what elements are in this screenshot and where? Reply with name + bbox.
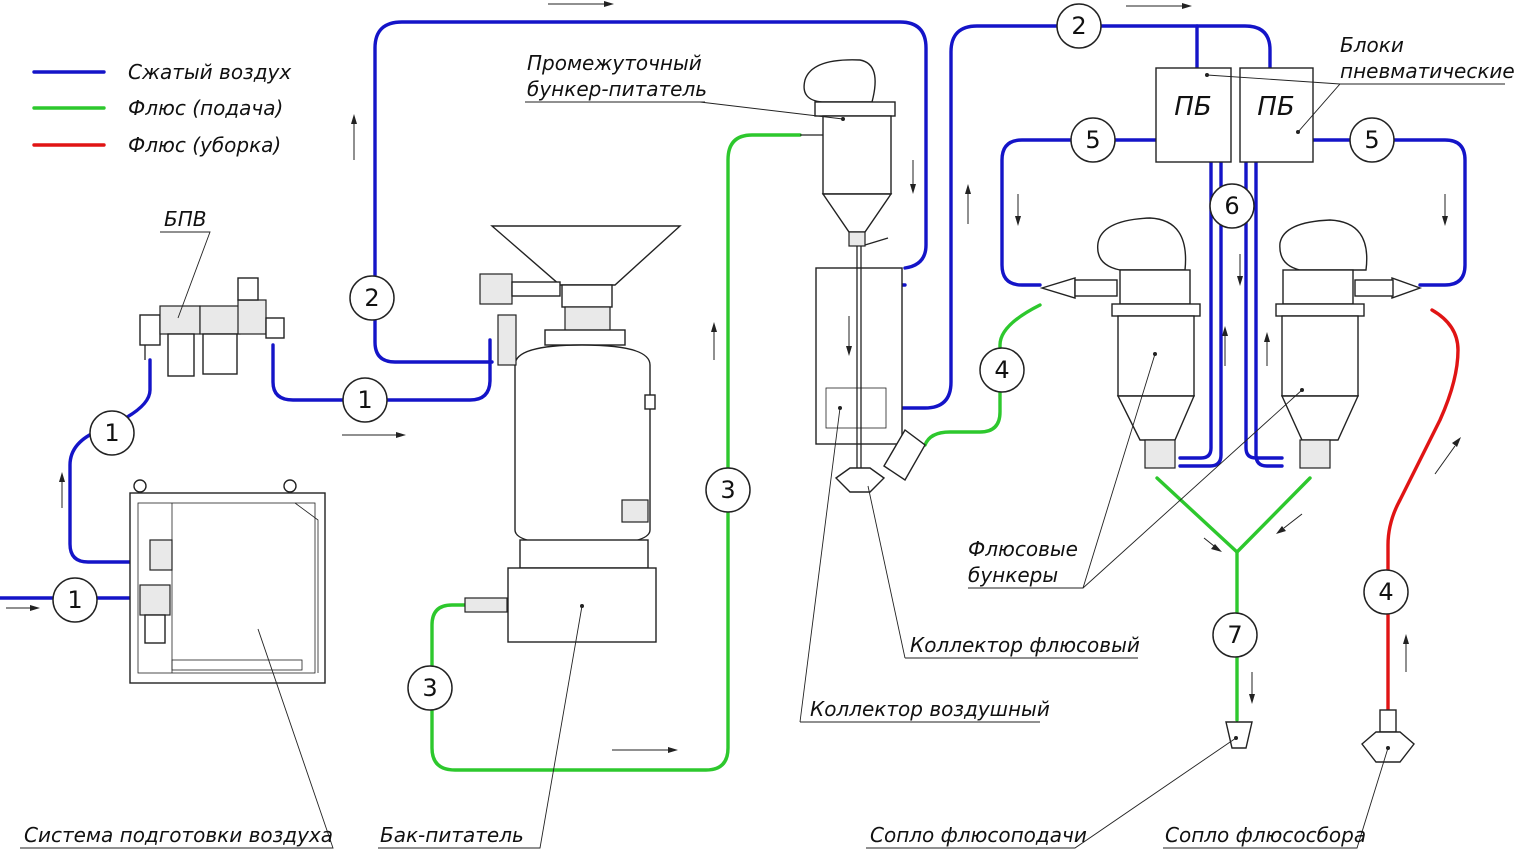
intermediate-hopper-label-line2: бункер-питатель (527, 77, 707, 101)
flow-arrows (6, 1, 1461, 753)
annotations: БПВ Промежуточный бункер-питатель Блоки … (24, 33, 1515, 847)
collect-nozzle-label: Сопло флюсосбора (1165, 823, 1366, 847)
air-collector-label: Коллектор воздушный (810, 697, 1050, 721)
collect-nozzle (1361, 709, 1415, 763)
feed-tank (464, 225, 682, 643)
feed-nozzle (1225, 721, 1253, 749)
feed-nozzle-label: Сопло флюсоподачи (870, 823, 1087, 847)
line-marker-1-inlet: 1 (52, 577, 98, 623)
flux-hopper-right (1275, 219, 1423, 469)
compressed-air-lines (0, 20, 1467, 602)
flux-collector-label: Коллектор флюсовый (910, 633, 1140, 657)
pneumatic-blocks-label-line1: Блоки (1340, 33, 1404, 57)
pb-block-right (1239, 67, 1314, 163)
pneumatic-blocks: ПБ ПБ (1155, 67, 1314, 163)
line-marker-2-top: 2 (1056, 3, 1102, 49)
svg-text:1: 1 (104, 419, 119, 447)
line-marker-2-left: 2 (349, 275, 395, 321)
air-prep-system-label: Система подготовки воздуха (24, 823, 333, 847)
feed-tank-label: Бак-питатель (380, 823, 524, 847)
line-marker-4-feed: 4 (979, 347, 1025, 393)
svg-text:3: 3 (422, 674, 437, 702)
legend: Сжатый воздух Флюс (подача) Флюс (уборка… (32, 60, 291, 157)
pb-left-label: ПБ (1174, 92, 1211, 122)
flux-hoppers-label-line1: Флюсовые (968, 537, 1078, 561)
pb-block-left (1155, 67, 1232, 163)
legend-label-flux-cleanup: Флюс (уборка) (128, 133, 281, 157)
svg-text:4: 4 (994, 356, 1009, 384)
flux-hoppers-label-line2: бункеры (968, 563, 1058, 587)
svg-text:6: 6 (1224, 192, 1239, 220)
line-marker-6: 6 (1209, 183, 1255, 229)
leader-lines (20, 74, 1505, 849)
line-marker-1-bpv: 1 (342, 377, 388, 423)
svg-text:2: 2 (364, 284, 379, 312)
collector-assembly (815, 246, 926, 493)
flux-cleanup-lines (1386, 308, 1460, 712)
line-marker-4-cleanup: 4 (1363, 569, 1409, 615)
svg-text:1: 1 (67, 586, 82, 614)
legend-label-compressed-air: Сжатый воздух (128, 60, 291, 84)
bpv-unit (139, 277, 285, 377)
line-marker-3-bottom: 3 (407, 665, 453, 711)
pb-right-label: ПБ (1257, 92, 1294, 122)
svg-text:2: 2 (1071, 12, 1086, 40)
intermediate-hopper-label-line1: Промежуточный (527, 51, 702, 75)
pneumatic-blocks-label-line2: пневматические (1340, 59, 1515, 83)
line-marker-5-right: 5 (1349, 117, 1395, 163)
line-marker-3-right: 3 (705, 467, 751, 513)
svg-text:7: 7 (1227, 621, 1242, 649)
line-marker-5-left: 5 (1070, 117, 1116, 163)
svg-text:1: 1 (357, 386, 372, 414)
intermediate-hopper (800, 59, 896, 247)
air-prep-cabinet (129, 479, 326, 684)
svg-text:3: 3 (720, 476, 735, 504)
svg-text:5: 5 (1085, 126, 1100, 154)
line-number-markers: 1 1 1 2 2 3 3 4 4 5 5 6 7 (52, 3, 1409, 711)
svg-text:4: 4 (1378, 578, 1393, 606)
line-marker-1-cabinet: 1 (89, 410, 135, 456)
bpv-label: БПВ (164, 207, 206, 231)
svg-text:5: 5 (1364, 126, 1379, 154)
line-marker-7: 7 (1212, 612, 1258, 658)
flux-hopper-left (1039, 217, 1201, 469)
legend-label-flux-feed: Флюс (подача) (128, 96, 283, 120)
